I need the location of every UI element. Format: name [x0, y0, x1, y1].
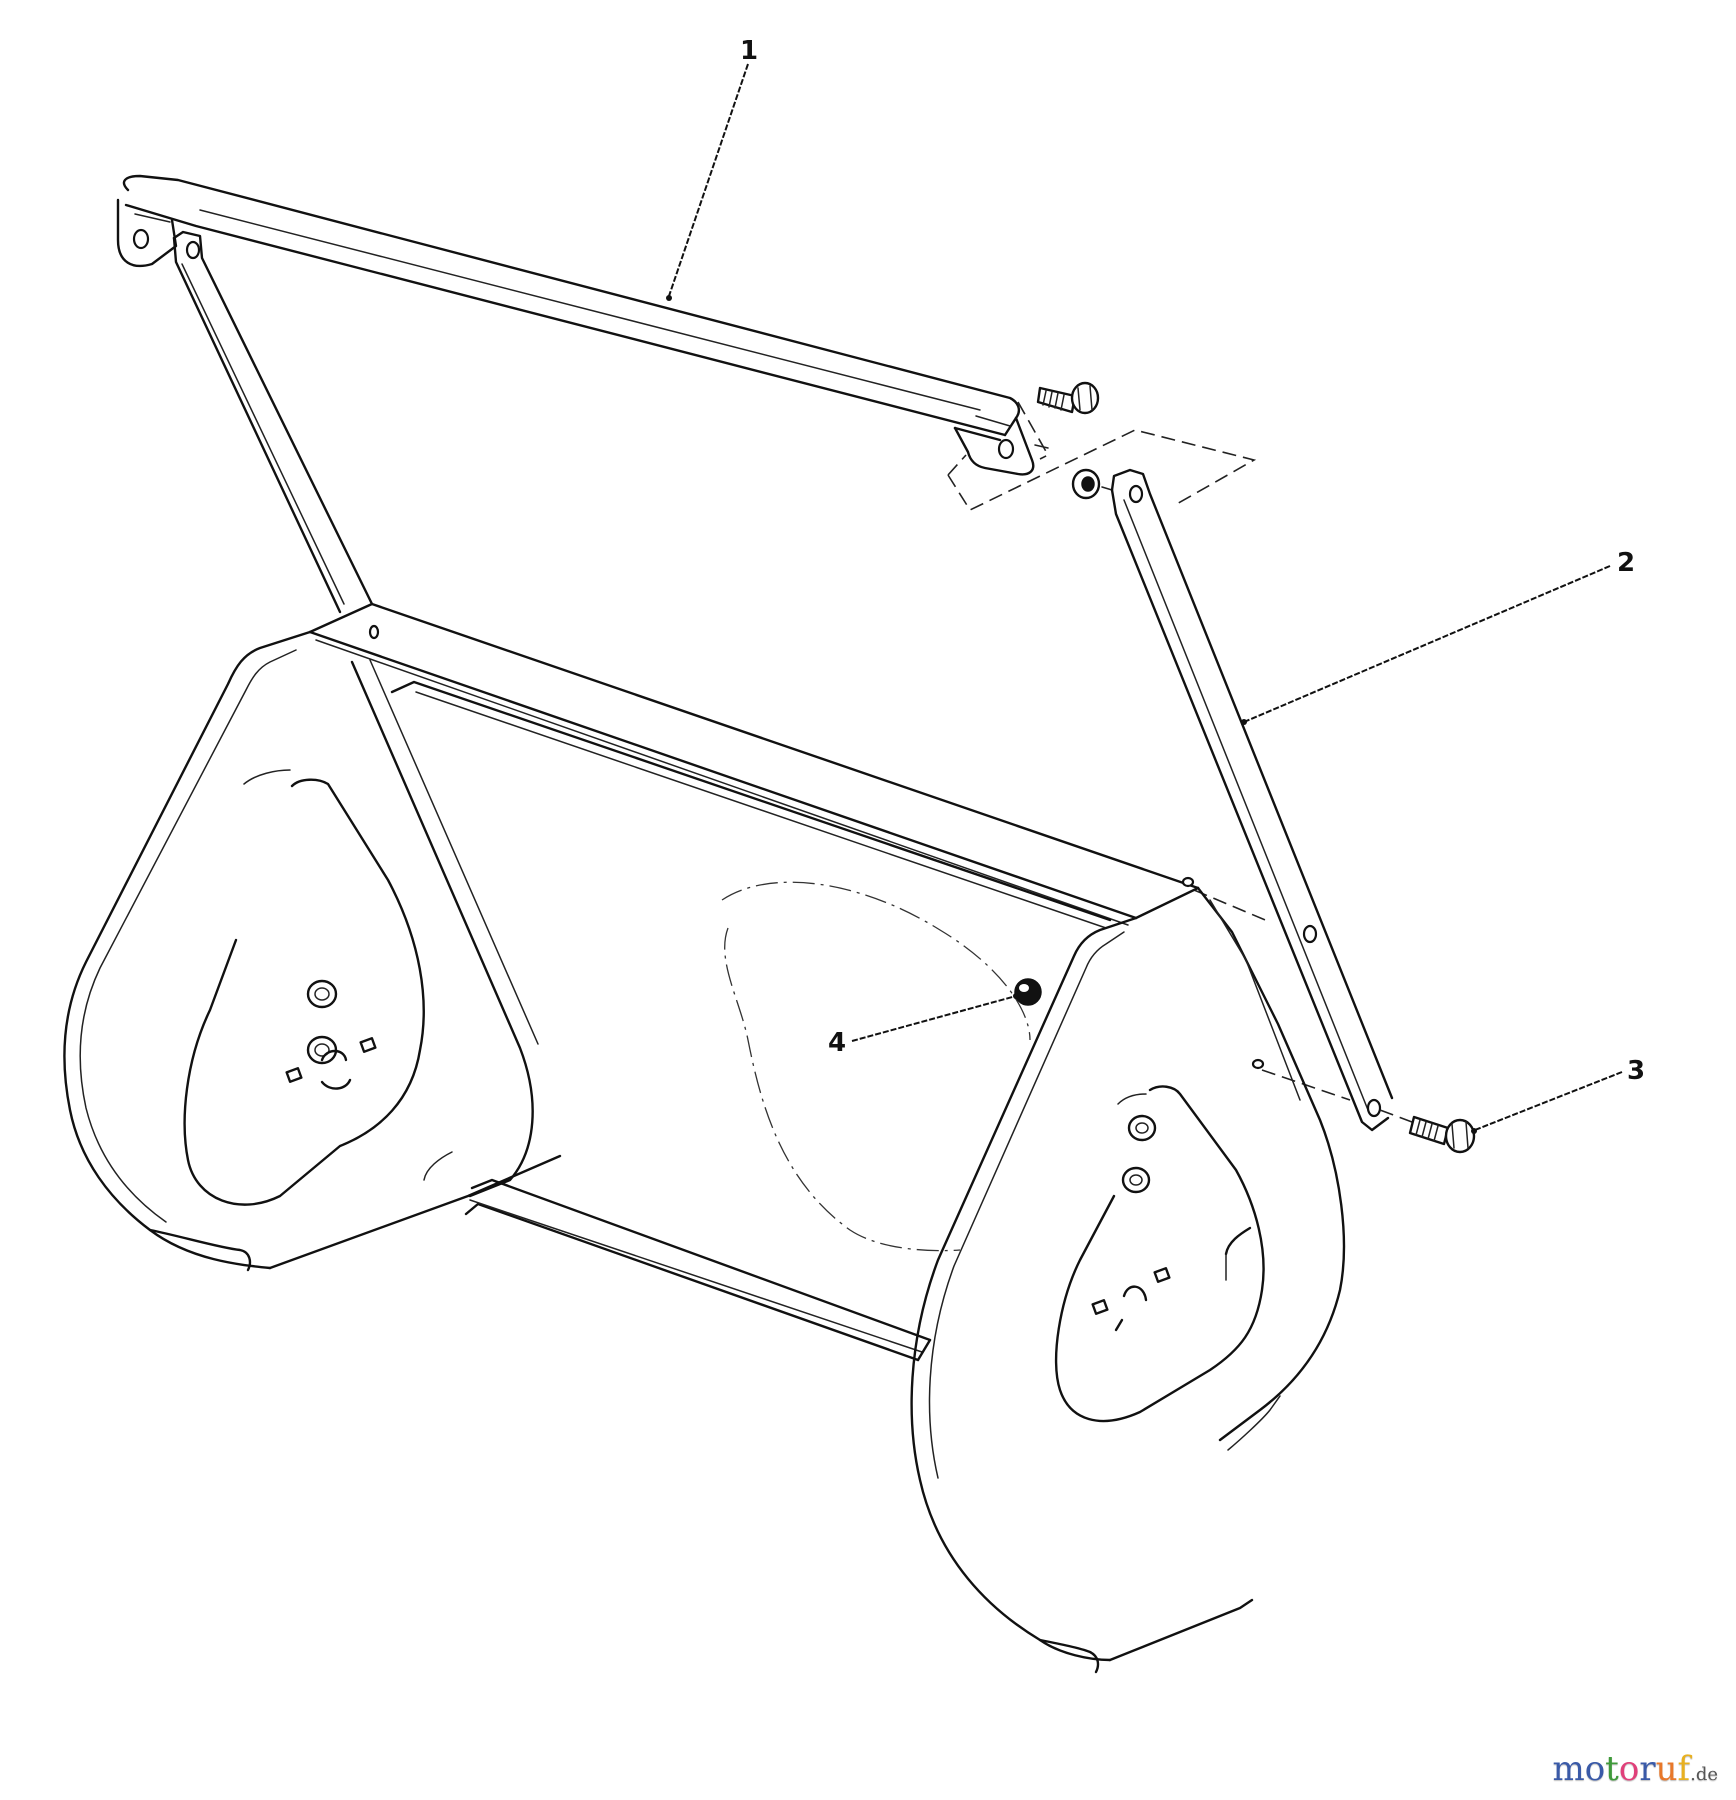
left-side-plate [63, 630, 562, 1272]
right-side-plate [910, 876, 1346, 1674]
watermark-letter-f: f [1677, 1749, 1691, 1789]
callout-label-1: 1 [740, 36, 759, 66]
left-brace-bar [172, 230, 374, 614]
upper-hardware-group [947, 381, 1257, 512]
upper-handle-bar [116, 174, 1035, 476]
callout-label-3: 3 [1627, 1056, 1646, 1086]
watermark-letter-m: m [1552, 1749, 1585, 1789]
auger-housing-back [390, 680, 1112, 1362]
upper-nut-icon [1071, 468, 1113, 500]
right-brace-bar [1110, 468, 1394, 1132]
watermark-letter-u: u [1655, 1749, 1678, 1789]
upper-bolt-icon [1036, 381, 1100, 415]
watermark-letter-o2: o [1618, 1749, 1640, 1789]
callout-label-4: 4 [828, 1028, 847, 1058]
lower-bolt-icon [1379, 1109, 1476, 1154]
callout-label-2: 2 [1617, 548, 1636, 578]
inner-nut-icon [1014, 978, 1042, 1006]
right-plate-boss-lower-icon [1121, 1166, 1151, 1194]
watermark-tld: .de [1690, 1764, 1718, 1785]
watermark-letter-t: t [1605, 1749, 1619, 1789]
top-cross-plate [308, 602, 1200, 926]
watermark-letter-o1: o [1584, 1749, 1606, 1789]
left-plate-boss-upper-icon [306, 979, 338, 1009]
watermark-letter-r: r [1639, 1749, 1656, 1789]
callout-leaders [666, 63, 1623, 1134]
motoruf-watermark-logo: motoruf.de [1552, 1752, 1718, 1786]
right-plate-boss-upper-icon [1127, 1114, 1157, 1142]
